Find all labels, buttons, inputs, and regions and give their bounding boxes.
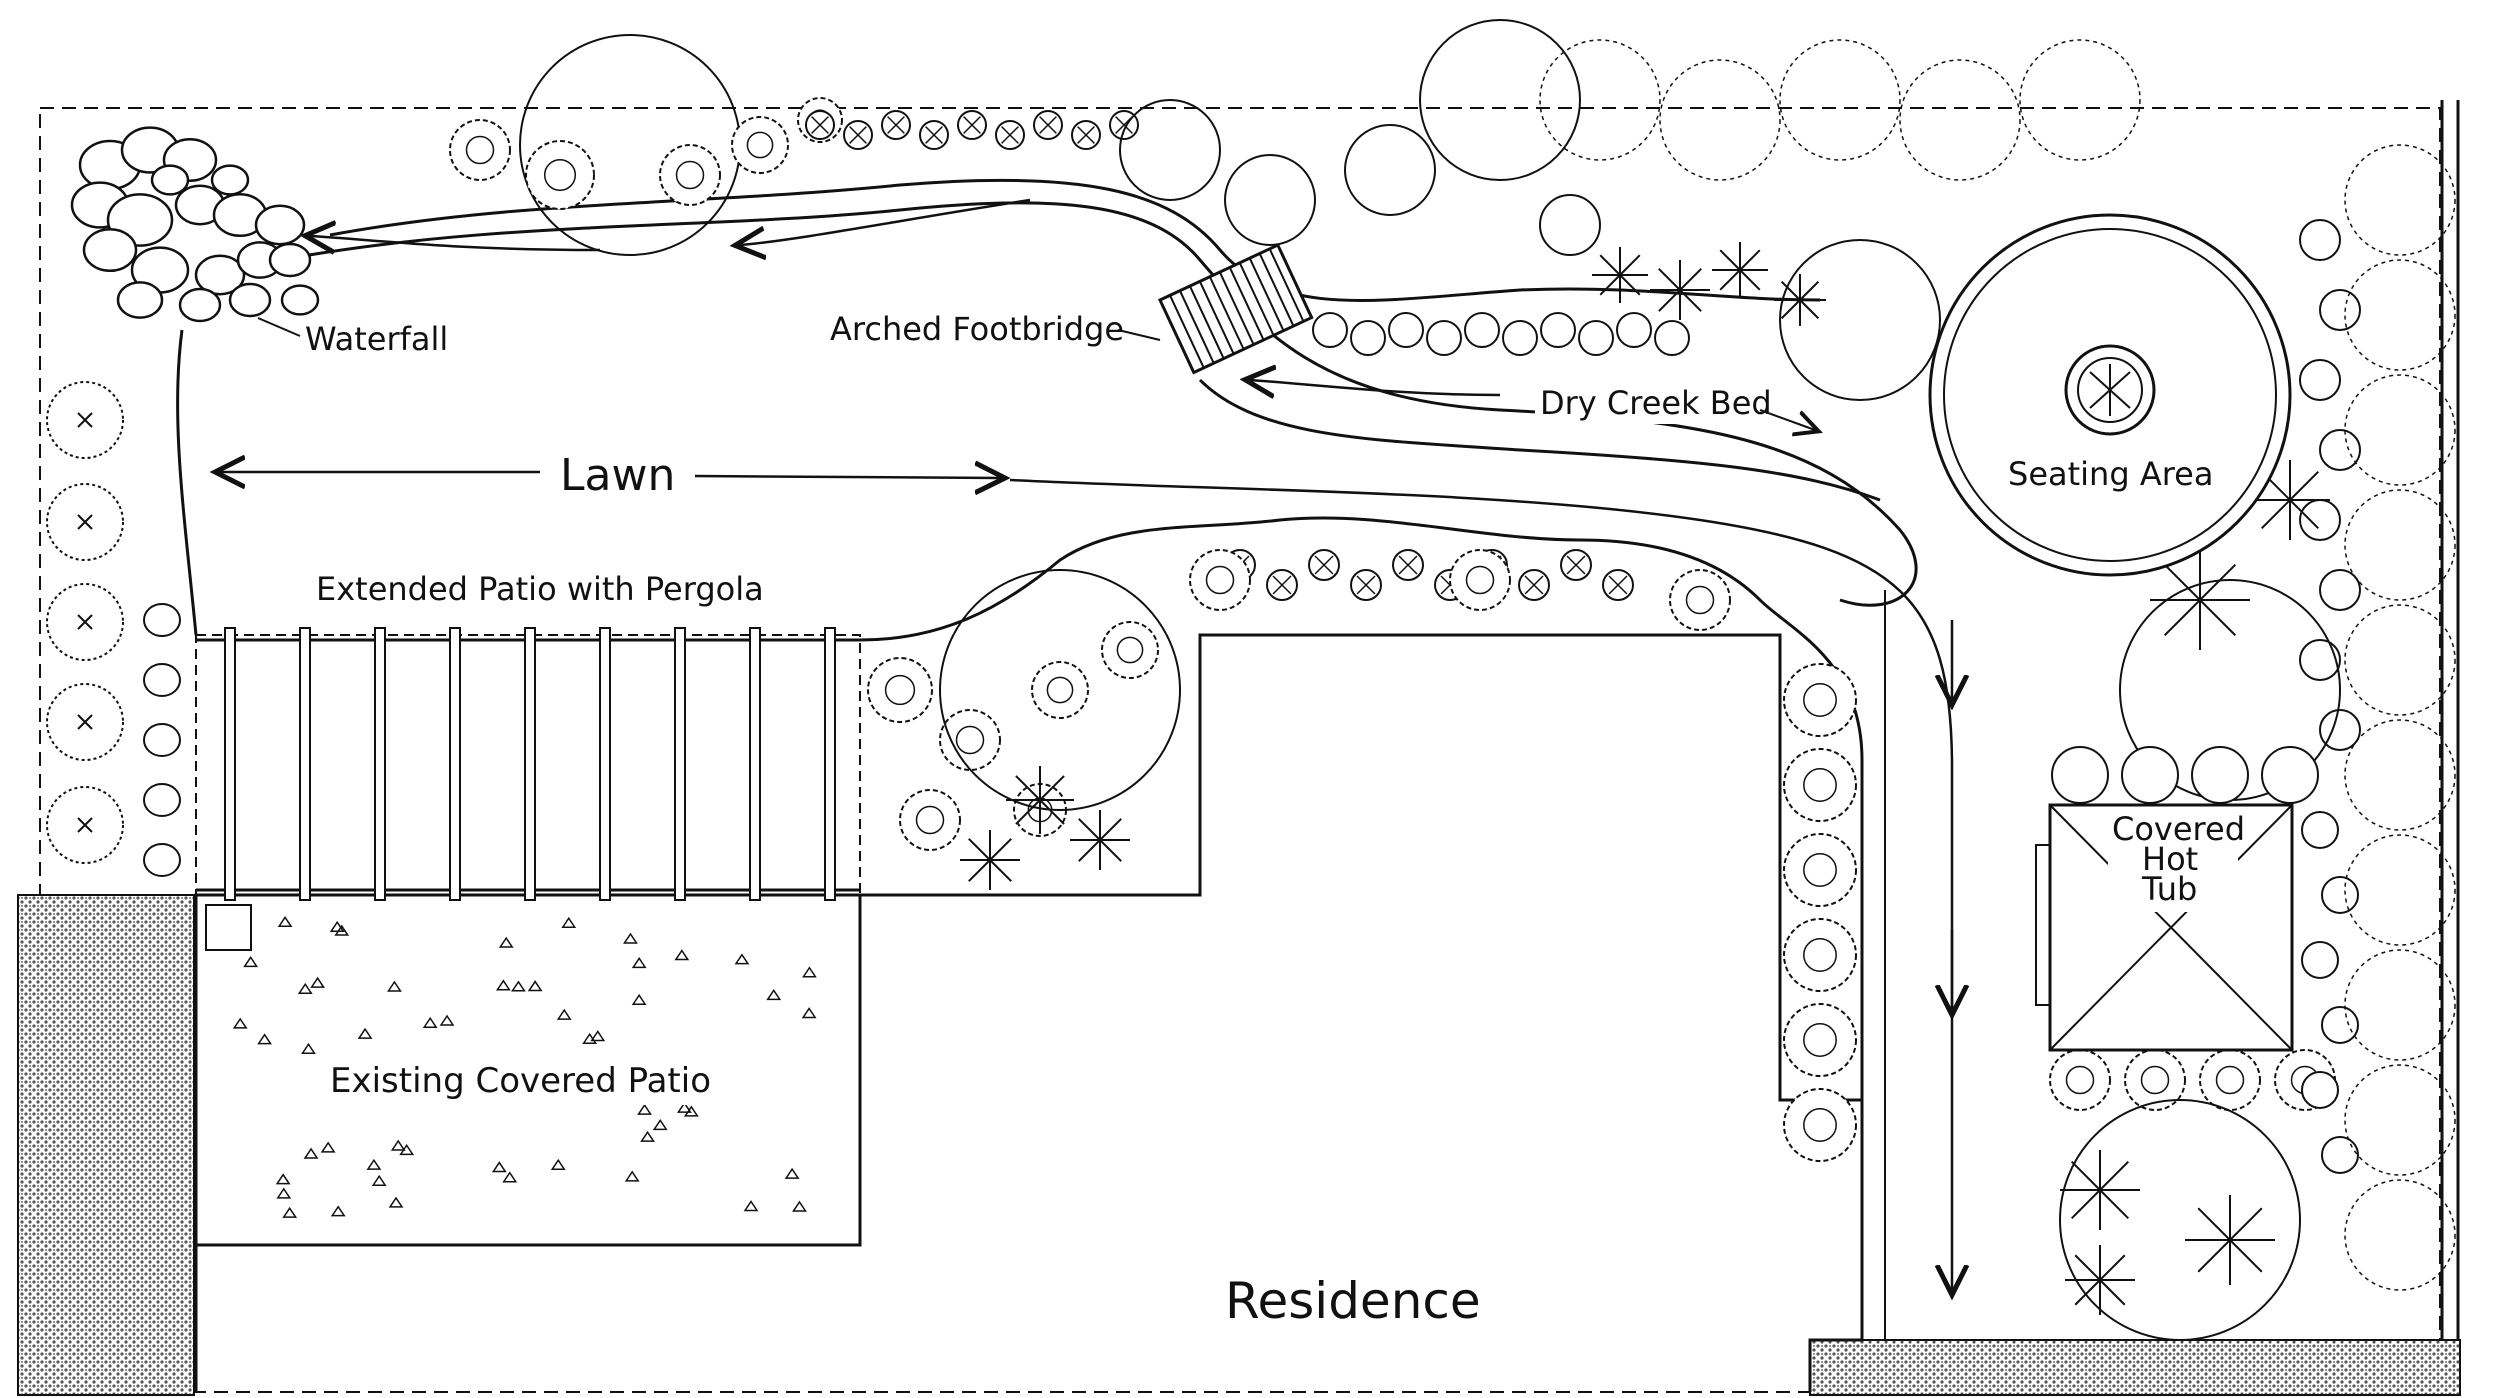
hot-tub-label-bg — [2108, 812, 2238, 912]
fire-pit — [2064, 344, 2156, 436]
flow-arrow — [1009, 478, 1952, 1290]
lawn-label: Lawn — [560, 450, 675, 501]
seating-area-label: Seating Area — [2008, 455, 2213, 493]
existing-patio-label-bg — [325, 1055, 720, 1105]
extended-patio-label-bg — [312, 566, 792, 610]
dry-creek-label: Dry Creek Bed — [1540, 384, 1772, 422]
creek-arrow-upper — [740, 198, 1031, 245]
waterfall-label: Waterfall — [305, 320, 448, 358]
fire-pit-mark — [2089, 364, 2131, 416]
waterfall-leader — [257, 317, 301, 337]
dry-creek-leader — [1759, 409, 1815, 430]
footbridge-label: Arched Footbridge — [830, 310, 1124, 348]
creek-arrow-left — [310, 236, 601, 250]
patio-gravel-marks — [232, 915, 817, 1218]
hot-tub-step — [2035, 844, 2051, 1006]
residence-label: Residence — [1225, 1272, 1481, 1330]
lawn-label-bg — [545, 445, 695, 505]
existing-patio-label: Existing Covered Patio — [330, 1061, 711, 1101]
creek-bed-outline — [329, 178, 1821, 302]
creek-arrow-lower — [1250, 380, 1501, 395]
lawn-arrow-right — [694, 476, 1000, 478]
lawn-edge-left — [176, 329, 198, 636]
arched-footbridge — [1158, 243, 1314, 375]
hot-tub-label-line3: Tub — [2141, 870, 2197, 908]
pergola-beams — [196, 627, 860, 901]
extended-patio-label: Extended Patio with Pergola — [316, 570, 764, 608]
left-side-yard-hatch — [17, 894, 195, 1396]
residence-wall-inner — [859, 590, 1886, 1341]
waterfall-label-bg — [300, 316, 460, 360]
plant-symbols — [46, 19, 2456, 1341]
creek-bed-lower — [1198, 378, 1881, 502]
bed-border — [859, 516, 1864, 1340]
hot-tub-label-line2: Hot — [2142, 840, 2198, 878]
hot-tub-diagonal-b — [2049, 804, 2293, 1051]
right-fence — [2440, 100, 2460, 1392]
hot-tub-label-line1: Covered — [2112, 810, 2245, 848]
right-bottom-hatch — [1809, 1339, 2461, 1396]
waterfall-rocks — [70, 126, 320, 323]
seating-area-inner — [1943, 228, 2277, 562]
fire-pit-inner — [2077, 357, 2143, 423]
footbridge-label-bg — [825, 307, 1120, 351]
footbridge-leader — [1117, 329, 1161, 341]
patio-post — [205, 904, 252, 951]
dry-creek-label-bg — [1535, 380, 1760, 424]
